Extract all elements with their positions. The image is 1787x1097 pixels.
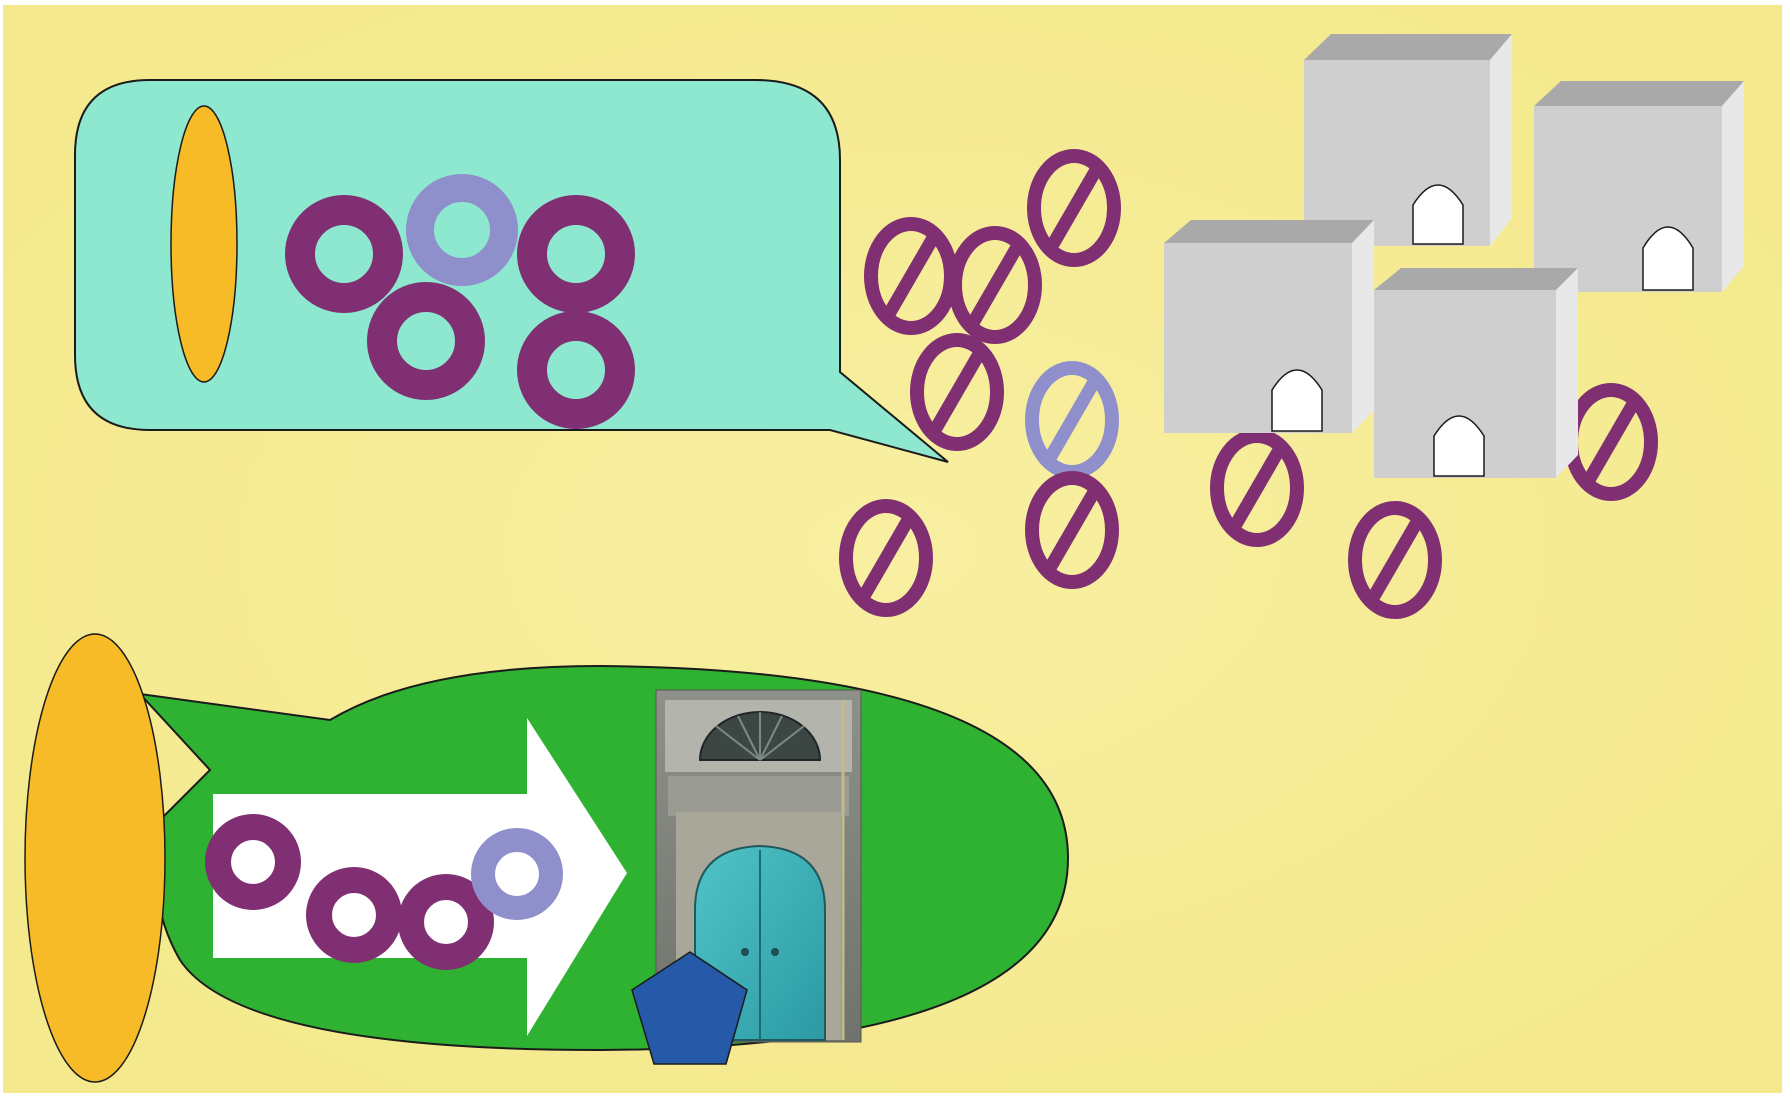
cube-building-icon	[1164, 220, 1374, 433]
bottom-yellow-oval	[25, 634, 165, 1082]
top-speech-bubble	[75, 80, 948, 462]
top-yellow-oval	[171, 106, 237, 382]
cube-building-icon	[1374, 268, 1578, 478]
cube-building-icon	[1534, 81, 1744, 292]
cube-building-icon	[1304, 34, 1512, 246]
